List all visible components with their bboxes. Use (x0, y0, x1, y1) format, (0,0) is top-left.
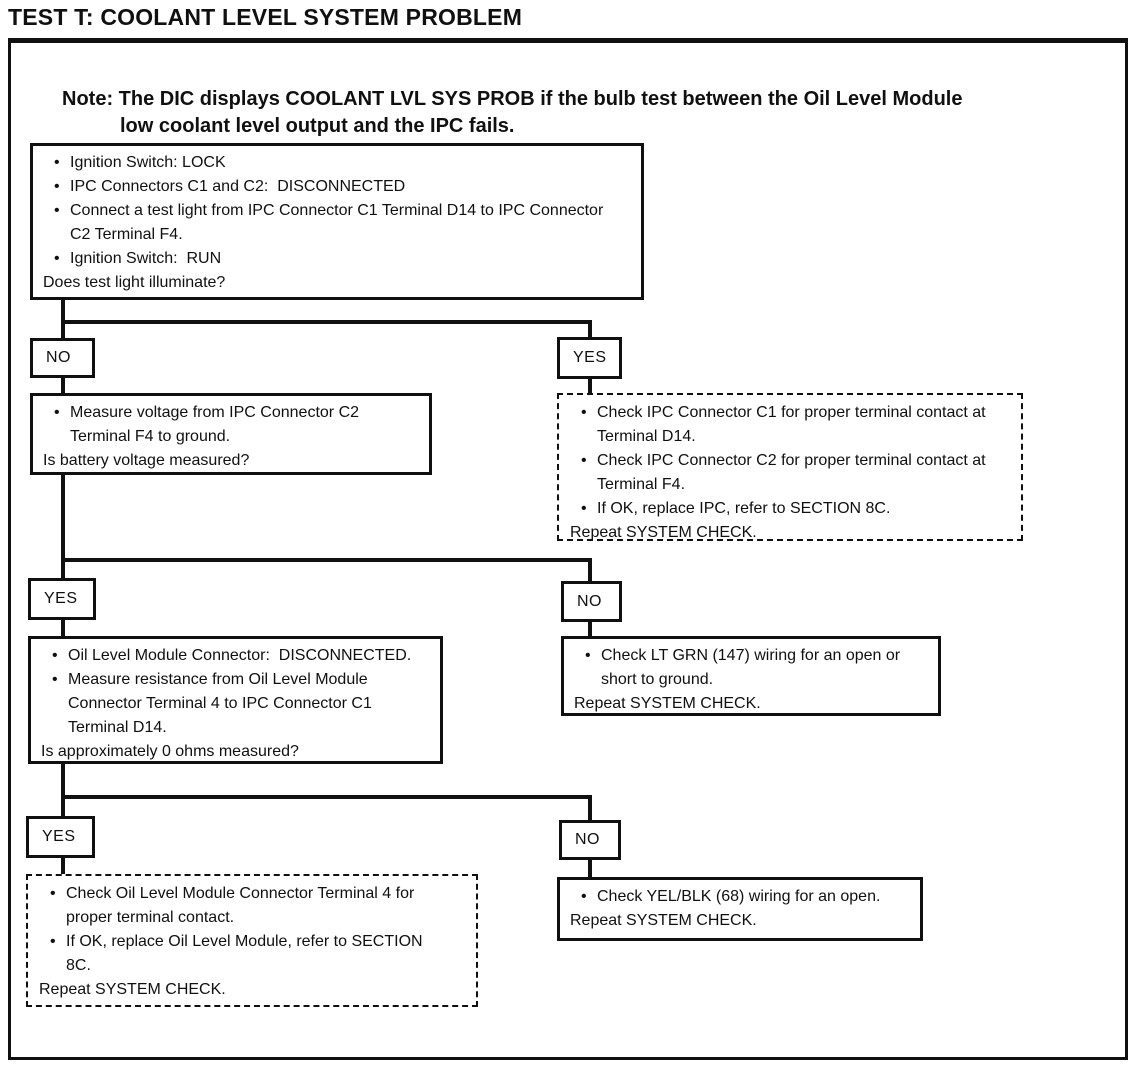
bullet-item: Measure voltage from IPC Connector C2 Te… (43, 401, 421, 449)
check-oil-terminal-box: Check Oil Level Module Connector Termina… (26, 874, 478, 1007)
check-yel-blk-box: Check YEL/BLK (68) wiring for an open. R… (557, 877, 923, 941)
bullet-item: Check IPC Connector C1 for proper termin… (570, 401, 1013, 449)
decision-no-1: NO (30, 338, 95, 378)
check-lt-grn-box: Check LT GRN (147) wiring for an open or… (561, 636, 941, 716)
connector-line (588, 860, 592, 877)
bullet-item: Check Oil Level Module Connector Termina… (39, 882, 468, 930)
decision-yes-3: YES (26, 816, 95, 858)
note-prefix: Note: (62, 88, 114, 110)
bullet-item: Ignition Switch: LOCK (43, 151, 633, 175)
measure-voltage-box: Measure voltage from IPC Connector C2 Te… (30, 393, 432, 475)
connector-line (588, 558, 592, 581)
bullet-item: Ignition Switch: RUN (43, 247, 633, 271)
connector-line (61, 320, 592, 324)
bullet-item: Connect a test light from IPC Connector … (43, 199, 633, 247)
footer-line: Repeat SYSTEM CHECK. (574, 695, 761, 712)
question-line: Is approximately 0 ohms measured? (41, 743, 299, 760)
bullet-item: Check IPC Connector C2 for proper termin… (570, 449, 1013, 497)
connector-line (588, 320, 592, 339)
decision-label: NO (46, 349, 71, 366)
start-box: Ignition Switch: LOCK IPC Connectors C1 … (30, 143, 644, 300)
decision-no-3: NO (559, 820, 621, 860)
decision-label: YES (42, 828, 76, 845)
bullet-item: IPC Connectors C1 and C2: DISCONNECTED (43, 175, 633, 199)
connector-line (588, 795, 592, 820)
oil-module-box: Oil Level Module Connector: DISCONNECTED… (28, 636, 443, 764)
note-text: Note: The DIC displays COOLANT LVL SYS P… (62, 86, 962, 140)
connector-line (61, 558, 592, 562)
decision-label: NO (575, 831, 600, 848)
decision-label: YES (44, 590, 78, 607)
note-line1: The DIC displays COOLANT LVL SYS PROB if… (118, 88, 963, 110)
bullet-item: If OK, replace IPC, refer to SECTION 8C. (570, 497, 1013, 521)
question-line: Is battery voltage measured? (43, 452, 250, 469)
footer-line: Repeat SYSTEM CHECK. (570, 524, 757, 541)
connector-line (61, 378, 65, 394)
note-line2: low coolant level output and the IPC fai… (120, 115, 515, 137)
question-line: Does test light illuminate? (43, 274, 226, 291)
connector-line (588, 622, 592, 637)
bullet-item: Check YEL/BLK (68) wiring for an open. (570, 885, 912, 909)
footer-line: Repeat SYSTEM CHECK. (570, 912, 757, 929)
bullet-item: Check LT GRN (147) wiring for an open or… (574, 644, 930, 692)
page-title: TEST T: COOLANT LEVEL SYSTEM PROBLEM (8, 4, 523, 30)
connector-line (588, 379, 592, 394)
connector-line (61, 764, 65, 816)
connector-line (61, 858, 65, 875)
footer-line: Repeat SYSTEM CHECK. (39, 981, 226, 998)
decision-no-2: NO (561, 581, 622, 622)
decision-label: NO (577, 592, 602, 610)
bullet-item: Oil Level Module Connector: DISCONNECTED… (41, 644, 432, 668)
decision-yes-1: YES (557, 337, 622, 379)
bullet-item: Measure resistance from Oil Level Module… (41, 668, 432, 740)
check-ipc-box: Check IPC Connector C1 for proper termin… (557, 393, 1023, 541)
outer-border (8, 38, 1128, 1060)
connector-line (61, 795, 592, 799)
decision-yes-2: YES (28, 578, 96, 620)
decision-label: YES (573, 349, 607, 366)
bullet-item: If OK, replace Oil Level Module, refer t… (39, 930, 468, 978)
connector-line (61, 475, 65, 578)
connector-line (61, 620, 65, 637)
